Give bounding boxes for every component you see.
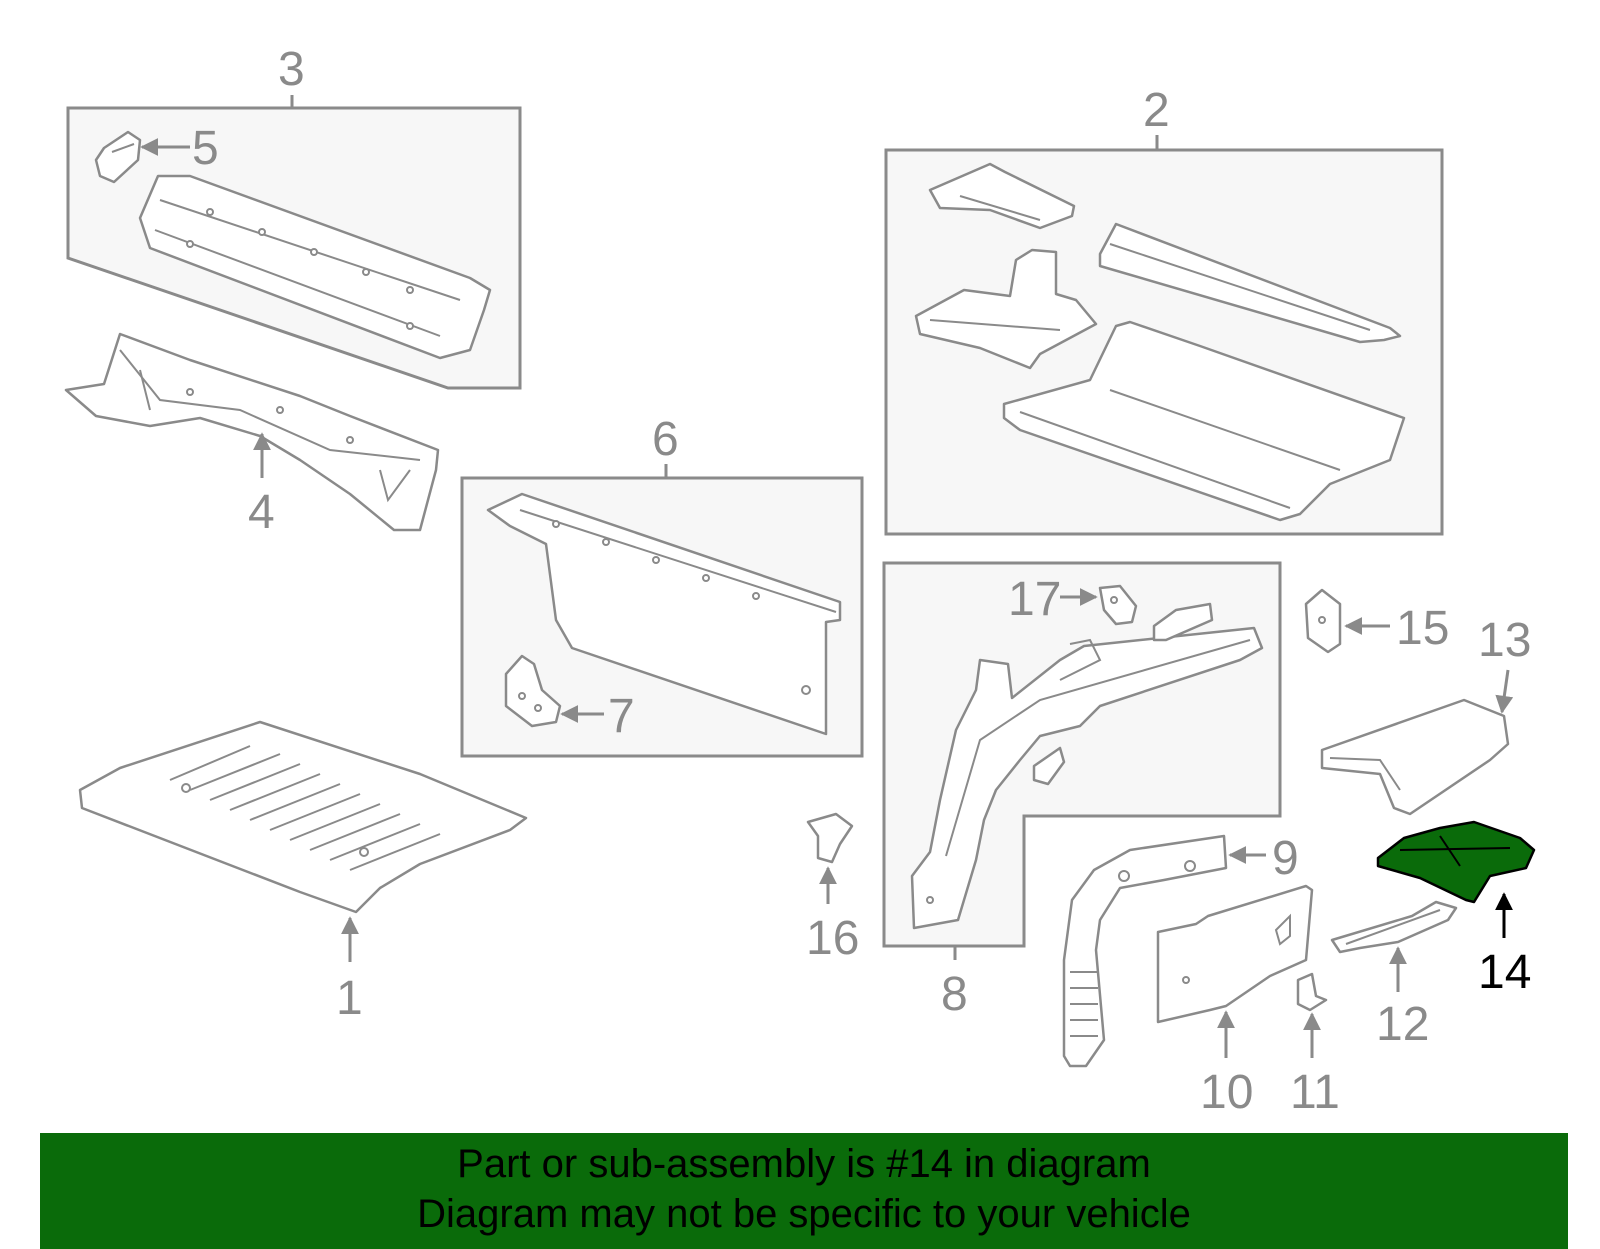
banner-line-2: Diagram may not be specific to your vehi… — [417, 1192, 1191, 1236]
callout-7[interactable]: 7 — [608, 690, 635, 743]
callout-4[interactable]: 4 — [248, 486, 275, 539]
callout-13[interactable]: 13 — [1478, 614, 1531, 667]
part-6-back-panel[interactable] — [486, 492, 842, 736]
assembly-box-6: 6 7 — [460, 413, 864, 758]
part-15-plate[interactable] — [1304, 588, 1342, 654]
part-9-wheelhouse[interactable] — [1062, 834, 1228, 1068]
part-12-extension[interactable] — [1330, 900, 1458, 954]
part-2-bracket-mid[interactable] — [914, 248, 1098, 370]
callout-17[interactable]: 17 — [1008, 573, 1061, 626]
part-10-inner-panel[interactable] — [1156, 884, 1314, 1024]
callout-12[interactable]: 12 — [1376, 998, 1429, 1051]
part-2-floor-section[interactable] — [1002, 320, 1406, 522]
info-banner: Part or sub-assembly is #14 in diagram D… — [40, 1133, 1568, 1249]
callout-16[interactable]: 16 — [806, 912, 859, 965]
part-8-bracket-b[interactable] — [1032, 746, 1066, 786]
callout-11[interactable]: 11 — [1290, 1066, 1340, 1119]
callout-3[interactable]: 3 — [278, 43, 305, 96]
callout-10[interactable]: 10 — [1200, 1066, 1253, 1119]
callout-5[interactable]: 5 — [192, 122, 219, 175]
part-8-rear-rail[interactable] — [910, 626, 1264, 930]
callout-1[interactable]: 1 — [336, 972, 363, 1025]
callout-14[interactable]: 14 — [1478, 946, 1531, 999]
part-7-bracket[interactable] — [504, 654, 562, 728]
part-3-cowl-panel[interactable] — [138, 174, 492, 360]
part-5-clip[interactable] — [94, 130, 142, 184]
assembly-box-8: 8 17 — [882, 561, 1282, 1021]
part-14-highlighted[interactable] — [1376, 820, 1536, 904]
callout-15[interactable]: 15 — [1396, 602, 1449, 655]
part-8-bracket-a[interactable] — [1152, 602, 1214, 642]
part-2-rail[interactable] — [1098, 222, 1402, 344]
part-2-bracket-top[interactable] — [928, 162, 1076, 230]
part-13-panel[interactable] — [1320, 698, 1510, 816]
part-1-floor-pan[interactable] — [78, 720, 528, 914]
part-17-clip[interactable] — [1098, 584, 1138, 626]
assembly-box-3: 3 5 — [66, 43, 522, 390]
callout-8[interactable]: 8 — [941, 968, 968, 1021]
callout-9[interactable]: 9 — [1272, 832, 1299, 885]
part-16-clip[interactable] — [806, 812, 854, 864]
assembly-box-2: 2 — [884, 84, 1444, 536]
callout-6[interactable]: 6 — [652, 413, 679, 466]
callout-2[interactable]: 2 — [1143, 84, 1170, 137]
banner-line-1: Part or sub-assembly is #14 in diagram — [457, 1142, 1151, 1186]
part-11-bracket[interactable] — [1296, 972, 1328, 1012]
part-4-crossmember[interactable] — [64, 332, 440, 532]
